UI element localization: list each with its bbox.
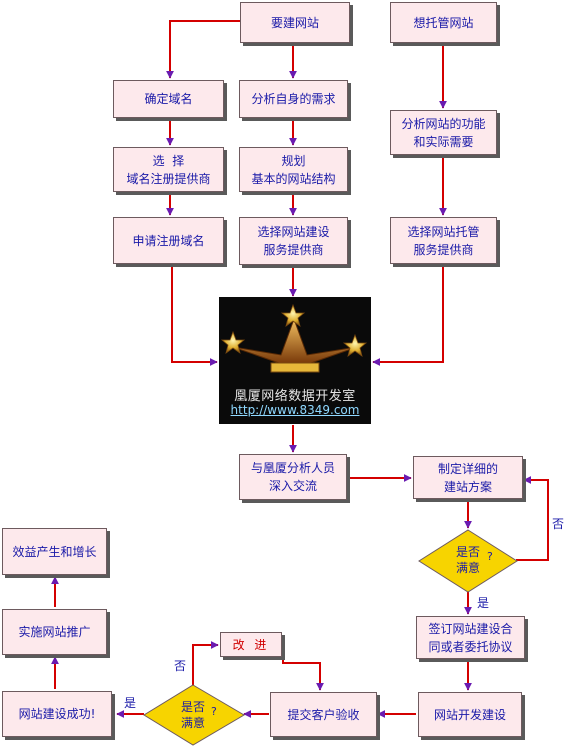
node-sign-contract-line1: 签订网站建设合: [428, 621, 513, 636]
node-detailed-plan-line1: 制定详细的: [437, 461, 498, 476]
decision-accept-question-mark: ?: [211, 705, 217, 718]
node-analyze-hosting: 分析网站的功能 和实际需要: [390, 110, 497, 155]
node-choose-registrar-line2: 域名注册提供商: [126, 171, 211, 186]
label-accept-yes: 是: [124, 696, 137, 710]
decision-accept-line2: 满意: [180, 716, 205, 730]
edge-apply-to-logo: [171, 265, 218, 366]
decision-plan-label: 是否 满意: [443, 542, 493, 578]
decision-accept-label: 是否 满意: [168, 697, 218, 733]
label-plan-no: 否: [552, 517, 565, 531]
node-improve: 改 进: [220, 632, 282, 657]
node-development: 网站开发建设: [418, 692, 522, 737]
decision-plan-line2: 满意: [455, 561, 480, 575]
node-acceptance: 提交客户验收: [270, 692, 377, 737]
node-development-text: 网站开发建设: [433, 707, 506, 722]
decision-diamond-plan: [418, 529, 518, 593]
crown-shape: [232, 317, 358, 364]
crown-base: [270, 362, 320, 373]
node-plan-structure-line2: 基本的网站结构: [251, 171, 336, 186]
edge-build-to-domain: [166, 20, 240, 79]
node-growth: 效益产生和增长: [2, 528, 107, 575]
node-confirm-domain-text: 确定域名: [144, 92, 193, 106]
node-analyze-hosting-line2: 和实际需要: [413, 134, 474, 149]
node-plan-structure-line1: 规划: [281, 153, 306, 168]
node-sign-contract-line2: 同或者委托协议: [428, 639, 513, 654]
node-sign-contract: 签订网站建设合 同或者委托协议: [416, 616, 525, 659]
node-choose-builder-line1: 选择网站建设: [257, 225, 330, 239]
label-accept-no: 否: [174, 659, 187, 673]
edge-decision-no-to-plan: [516, 476, 549, 561]
node-apply-domain: 申请注册域名: [113, 217, 224, 264]
decision-plan-line1: 是否: [455, 545, 480, 559]
node-analyze-hosting-line1: 分析网站的功能: [401, 116, 486, 131]
label-plan-yes: 是: [477, 596, 490, 610]
company-logo: 凰厦网络数据开发室 http://www.8349.com: [219, 297, 371, 424]
decision-accept-line1: 是否: [180, 700, 205, 714]
node-improve-text: 改 进: [232, 637, 270, 652]
crown-stars-graphic: [220, 303, 368, 373]
node-choose-builder: 选择网站建设 服务提供商: [239, 217, 348, 265]
node-detailed-plan: 制定详细的 建站方案: [413, 456, 523, 499]
node-analyze-needs-text: 分析自身的需求: [251, 92, 336, 106]
node-host-site: 想托管网站: [390, 2, 497, 43]
node-analyze-needs: 分析自身的需求: [239, 80, 348, 118]
node-confirm-domain: 确定域名: [113, 80, 224, 118]
node-communicate: 与凰厦分析人员 深入交流: [239, 454, 347, 500]
node-choose-builder-line2: 服务提供商: [263, 243, 324, 257]
node-choose-host-line2: 服务提供商: [413, 242, 474, 257]
node-apply-domain-text: 申请注册域名: [132, 233, 205, 248]
node-choose-registrar: 选 择 域名注册提供商: [113, 147, 224, 192]
node-promotion: 实施网站推广: [2, 609, 107, 655]
node-plan-structure: 规划 基本的网站结构: [239, 147, 348, 192]
node-choose-registrar-line1: 选 择: [152, 153, 185, 168]
edge-improve-to-acceptance: [282, 654, 324, 691]
node-acceptance-text: 提交客户验收: [287, 707, 360, 722]
star-right: [342, 333, 368, 357]
decision-diamond-accept: [143, 684, 245, 746]
star-left: [220, 330, 246, 354]
logo-url-link[interactable]: http://www.8349.com: [230, 403, 360, 417]
node-success-text: 网站建设成功!: [18, 707, 96, 721]
node-build-site-text: 要建网站: [270, 15, 319, 30]
node-choose-host-line1: 选择网站托管: [407, 224, 480, 239]
edge-hostchoice-to-logo: [372, 265, 444, 366]
node-build-site: 要建网站: [240, 2, 350, 43]
node-success: 网站建设成功!: [2, 691, 112, 737]
node-detailed-plan-line2: 建站方案: [443, 479, 492, 494]
node-growth-text: 效益产生和增长: [12, 544, 97, 559]
edge-decision-no-to-improve: [192, 641, 219, 685]
decision-plan-question-mark: ?: [487, 550, 493, 563]
node-promotion-text: 实施网站推广: [18, 625, 91, 639]
node-host-site-text: 想托管网站: [413, 15, 474, 30]
star-center: [280, 303, 306, 327]
node-choose-host: 选择网站托管 服务提供商: [390, 217, 497, 264]
node-communicate-line2: 深入交流: [268, 479, 317, 493]
node-communicate-line1: 与凰厦分析人员: [250, 461, 335, 475]
logo-brand-text: 凰厦网络数据开发室: [234, 389, 356, 404]
